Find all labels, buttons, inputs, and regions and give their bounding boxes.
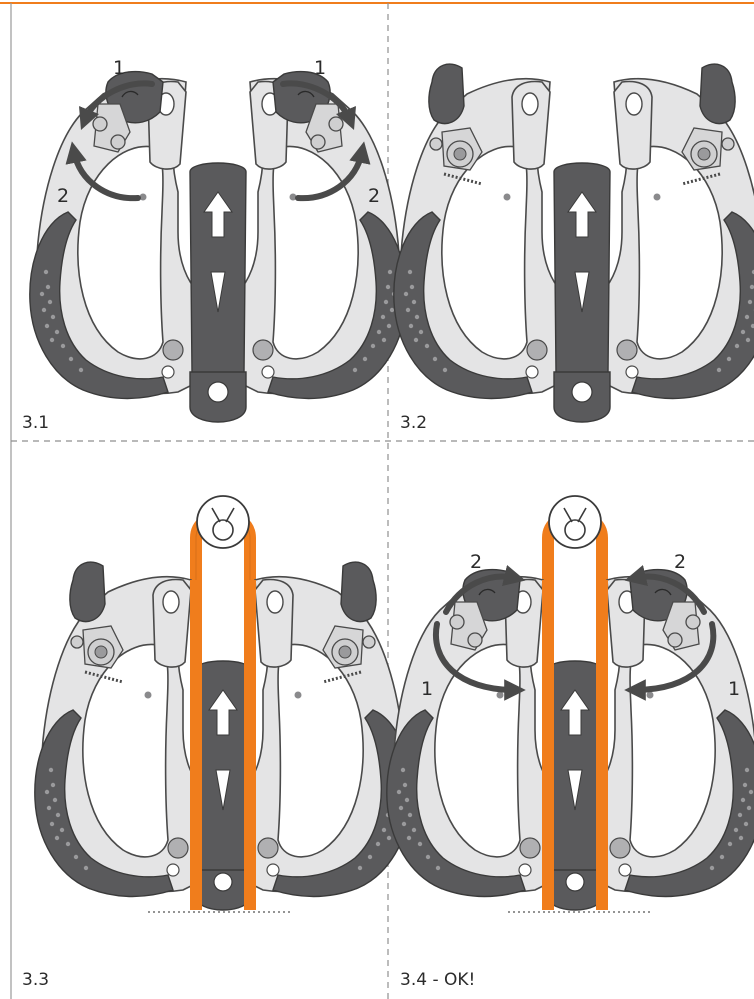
panel-label: 3.2 bbox=[400, 413, 427, 433]
step-number-1: 1 bbox=[728, 678, 740, 700]
step-number-2: 2 bbox=[470, 551, 482, 573]
panel-label-ok: 3.4 - OK! bbox=[400, 970, 475, 990]
step-number-1: 1 bbox=[314, 57, 326, 79]
panel-label: 3.3 bbox=[22, 970, 49, 990]
device-3-1 bbox=[30, 72, 406, 422]
carabiner-3-3 bbox=[197, 496, 249, 548]
step-number-2: 2 bbox=[57, 185, 69, 207]
step-number-2: 2 bbox=[368, 185, 380, 207]
device-3-3 bbox=[35, 562, 411, 910]
device-3-2 bbox=[394, 64, 754, 422]
panel-3-4: 2 2 1 1 3.4 - OK! bbox=[387, 496, 754, 990]
step-number-1: 1 bbox=[421, 678, 433, 700]
panel-3-3: 3.3 bbox=[22, 496, 411, 990]
panel-label: 3.1 bbox=[22, 413, 49, 433]
panel-3-1: 1 1 2 2 3.1 bbox=[22, 57, 406, 433]
step-number-2: 2 bbox=[674, 551, 686, 573]
carabiner-3-4 bbox=[549, 496, 601, 548]
panel-3-2: 3.2 bbox=[394, 64, 754, 433]
device-3-4 bbox=[387, 570, 754, 910]
step-number-1: 1 bbox=[113, 57, 125, 79]
